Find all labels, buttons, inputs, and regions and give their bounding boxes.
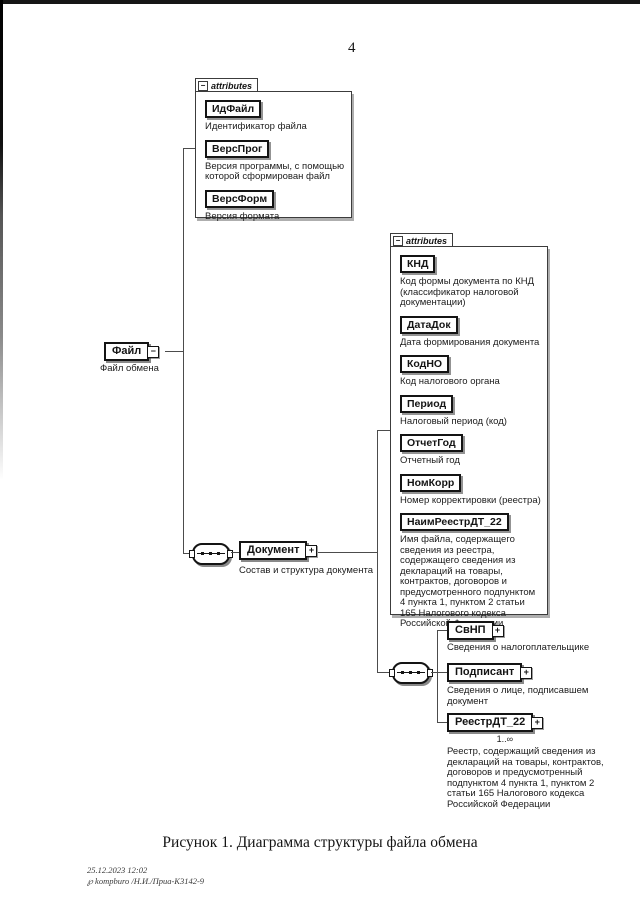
element-svnp: СвНП +	[447, 621, 504, 640]
attribute-idfile: ИдФайл	[205, 100, 262, 118]
connector-line	[437, 722, 447, 723]
element-reestrdt22-annotation: Реестр, содержащий сведения из деклараци…	[447, 746, 604, 810]
attributes-tab: − attributes	[195, 78, 259, 93]
attribute-period-annotation: Налоговый период (код)	[400, 415, 507, 427]
attribute-naimreestrdt22-annotation: Имя файла, содержащего сведения из реест…	[400, 534, 536, 629]
element-svnp-annotation: Сведения о налогоплательщике	[447, 642, 590, 653]
scan-edge-left	[0, 0, 3, 480]
attributes-tab-label: attributes	[406, 235, 448, 246]
connector-line	[431, 672, 447, 673]
figure-caption: Рисунок 1. Диаграмма структуры файла обм…	[162, 834, 478, 851]
sequence-compositor-icon	[389, 662, 433, 684]
attribute-knd: КНД	[400, 255, 436, 273]
attribute-kodno-annotation: Код налогового органа	[400, 376, 500, 387]
element-reestrdt22: РеестрДТ_22 +	[447, 713, 544, 732]
attribute-kodno: КодНО	[400, 355, 450, 373]
connector-line	[165, 351, 183, 352]
attribute-knd-annotation: Код формы документа по КНД (классификато…	[400, 276, 535, 308]
attribute-otchetgod-annotation: Отчетный год	[400, 455, 460, 466]
element-podpisant-annotation: Сведения о лице, подписавшем документ	[447, 685, 589, 707]
expand-icon: +	[520, 667, 533, 679]
attribute-versform: ВерсФорм	[205, 189, 275, 208]
element-svnp-name: СвНП	[455, 624, 486, 636]
connector-line	[231, 552, 239, 553]
element-file-name: Файл	[112, 345, 142, 357]
attribute-datadok: ДатаДок	[400, 315, 458, 334]
element-podpisant-name: Подписант	[455, 666, 515, 678]
attribute-versform-annotation: Версия формата	[205, 210, 280, 222]
element-document-annotation: Состав и структура документа	[239, 565, 373, 576]
connector-line	[183, 148, 184, 554]
connector-line	[437, 630, 438, 723]
footer-datetime: 25.12.2023 12:02	[87, 865, 148, 875]
element-document-name: Документ	[247, 544, 300, 556]
connector-line	[183, 553, 192, 554]
attributes-tab-label: attributes	[211, 80, 253, 91]
footer-stamp: 25.12.2023 12:02 ℘ kompburo /Н.И./Приа-К…	[87, 865, 204, 887]
attribute-idfile-annotation: Идентификатор файла	[205, 121, 307, 132]
page-number: 4	[348, 40, 356, 56]
connector-line	[318, 552, 377, 553]
attribute-datadok-annotation: Дата формирования документа	[400, 336, 540, 348]
element-document: Документ +	[239, 541, 318, 560]
collapse-icon: −	[198, 80, 208, 91]
attributes-box-file: ИдФайл Идентификатор файла ВерсПрог Верс…	[195, 91, 352, 221]
attribute-otchetgod: ОтчетГод	[400, 434, 463, 452]
element-file: Файл −	[104, 342, 160, 361]
footer-signature: ℘ kompburo /Н.И./Приа-К3142-9	[87, 876, 205, 886]
connector-line	[183, 148, 195, 149]
element-podpisant: Подписант +	[447, 663, 533, 682]
element-reestrdt22-cardinality: 1..∞	[496, 734, 513, 744]
attribute-naimreestrdt22: НаимРеестрДТ_22	[400, 513, 509, 531]
expand-icon: +	[531, 717, 544, 729]
collapse-icon: −	[393, 235, 403, 246]
attribute-versprog: ВерсПрог	[205, 139, 270, 158]
connector-line	[377, 672, 392, 673]
connector-line	[377, 430, 390, 431]
expand-icon: +	[491, 625, 504, 637]
collapse-icon: −	[147, 346, 160, 358]
expand-icon: +	[305, 545, 318, 557]
element-file-annotation: Файл обмена	[100, 363, 159, 374]
attribute-period: Период	[400, 394, 454, 413]
scan-edge-top	[0, 0, 640, 4]
connector-line	[377, 430, 378, 673]
attribute-nomkorr: НомКорр	[400, 473, 462, 492]
connector-line	[437, 630, 447, 631]
attributes-box-document: КНД Код формы документа по КНД (классифи…	[390, 246, 548, 629]
attribute-nomkorr-annotation: Номер корректировки (реестра)	[400, 494, 541, 506]
element-reestrdt22-name: РеестрДТ_22	[455, 716, 526, 728]
sequence-compositor-icon	[189, 543, 233, 565]
attribute-versprog-annotation: Версия программы, с помощью которой сфор…	[205, 160, 345, 182]
